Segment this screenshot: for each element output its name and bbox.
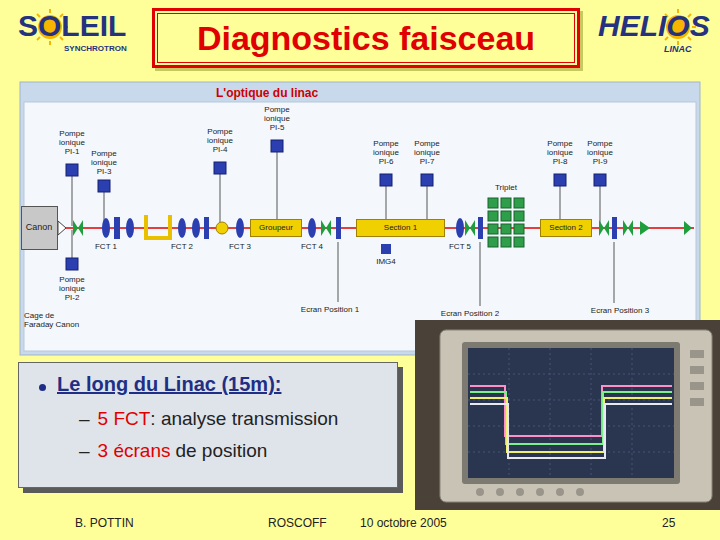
footer-date: 10 octobre 2005 [360,517,447,530]
slide-title: Diagnostics faisceau [197,19,535,58]
end-symbol [684,221,692,235]
accelerating-section: Section 1 [356,219,445,237]
pump-label: Pompe ionique PI-9 [582,140,618,166]
bullet-text: : analyse transmission [150,408,338,430]
fct-label: FCT 3 [229,243,251,252]
dash: – [79,408,90,430]
screen-label: Ecran Position 3 [591,307,649,316]
end-symbol [640,221,650,235]
footer-place: ROSCOFF [268,517,327,530]
highlight-text: 5 FCT [98,408,151,430]
bullet-box: Le long du Linac (15m): –5 FCT: analyse t… [18,362,398,488]
pump-label: Pompe ionique PI-6 [368,140,404,166]
accelerating-section: Section 2 [540,219,592,237]
highlight-text: 3 écrans [98,440,171,462]
logo-text: SOLEIL [18,11,126,41]
pump-label: Pompe ionique PI-3 [86,150,122,176]
pump-label: Pompe ionique PI-7 [409,140,445,166]
faraday-cup-label: Cage de Faraday Canon [24,312,84,330]
fct-label: FCT 4 [301,243,323,252]
page-number: 25 [662,517,675,530]
screen-label: Ecran Position 1 [301,306,359,315]
pump-label: Pompe ionique PI-5 [259,106,295,132]
pump-label: Pompe ionique PI-1 [54,130,90,156]
fct-label: FCT 5 [449,243,471,252]
valve-symbol [73,220,633,236]
panel-heading: L'optique du linac [216,86,318,100]
footer-author: B. POTTIN [75,517,134,530]
leader-lines [338,242,614,306]
bullet-row: –3 écransde position [79,440,383,462]
bullet-heading: Le long du Linac (15m): [57,373,281,396]
fct-label: FCT 1 [95,243,117,252]
component-label: Canon [26,223,53,233]
logo-subtext: LINAC [664,45,692,55]
fct-symbol [102,218,464,238]
triplet-label: Triplet [495,184,517,193]
bullet-row: Le long du Linac (15m): [57,373,383,396]
triplet-quadrupoles [488,198,524,247]
oscilloscope-photo [415,320,720,510]
buncher-section: Groupeur [250,219,302,237]
chopper-symbol [146,215,170,238]
bullet-row: –5 FCT: analyse transmission [79,408,383,430]
component-label: Section 2 [549,224,582,233]
lens-symbol [114,217,617,254]
component-label: Groupeur [259,224,293,233]
title-frame: Diagnostics faisceau [152,8,580,68]
fct-label: FCT 2 [171,243,193,252]
bullet-dot [39,384,46,391]
screen-label: Ecran Position 2 [441,310,499,319]
diagram-inner [24,102,696,351]
ion-pump-symbol [66,140,606,270]
bullet-text: de position [175,440,267,462]
pump-label: Pompe ionique PI-2 [54,276,90,302]
prebuncher-symbol [216,222,228,234]
image-label: IMG4 [376,258,396,267]
diagram-panel [20,82,700,355]
dash: – [79,440,90,462]
electron-gun-box: Canon [21,206,58,250]
pump-lines [72,152,600,258]
logo-subtext: SYNCHROTRON [64,45,127,54]
pump-label: Pompe ionique PI-4 [202,128,238,154]
component-label: Section 1 [384,224,417,233]
gun-symbol [58,221,66,235]
logo-text: HELIOS [598,11,710,41]
pump-label: Pompe ionique PI-8 [542,140,578,166]
